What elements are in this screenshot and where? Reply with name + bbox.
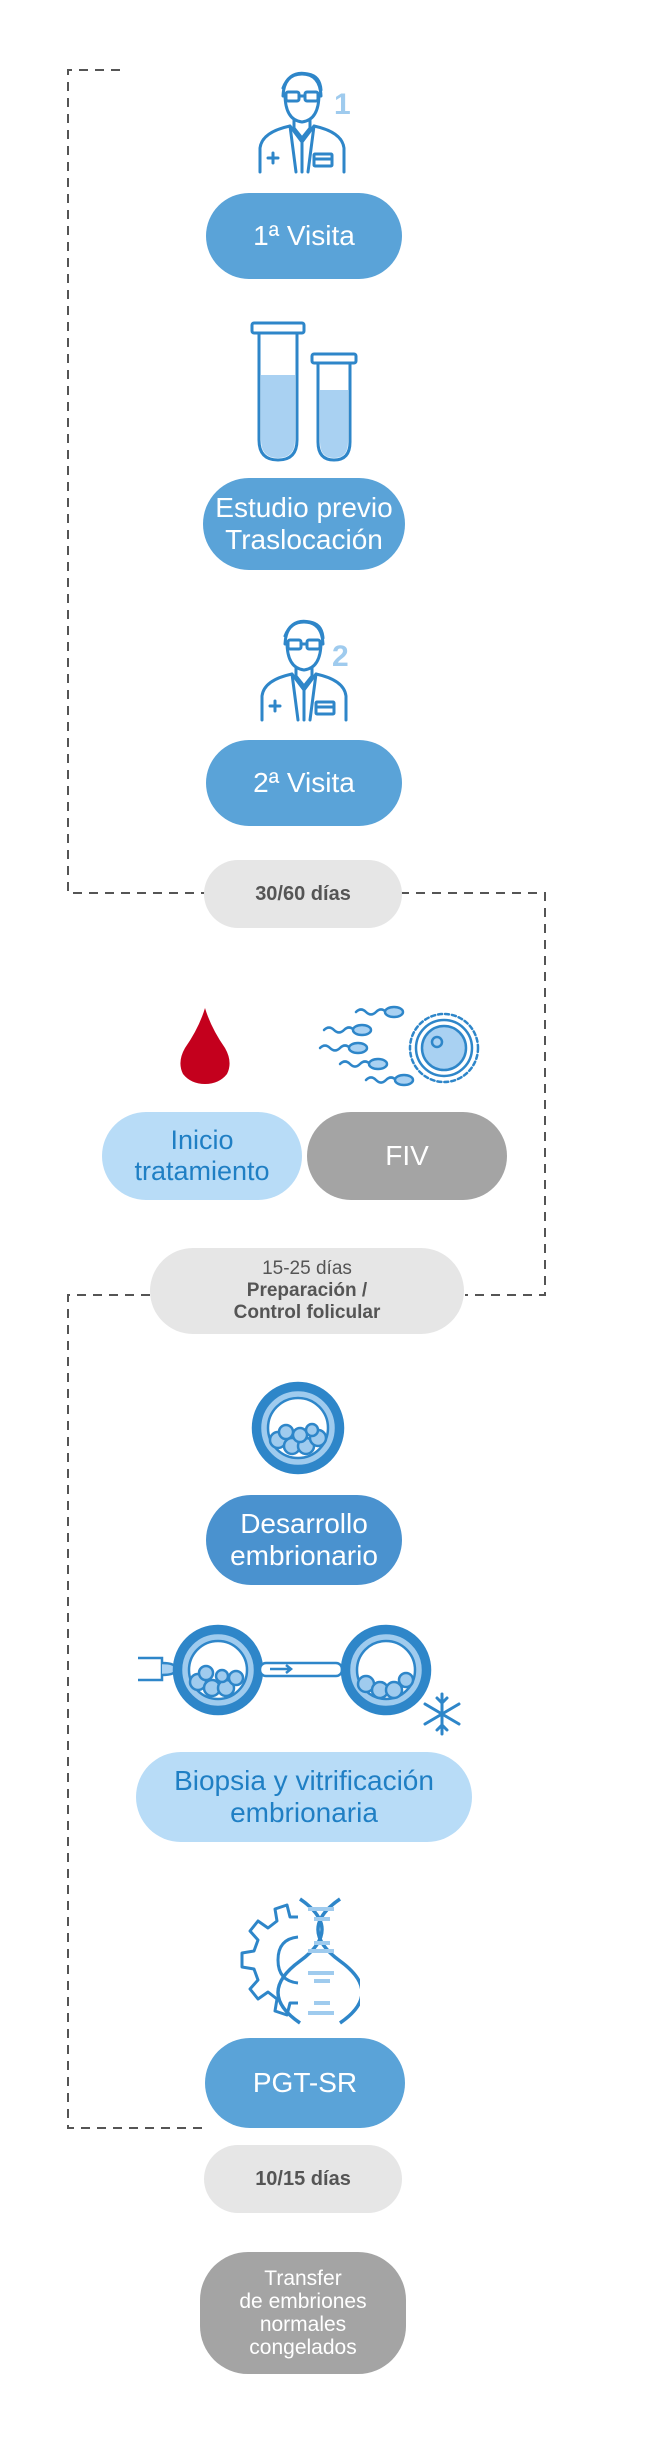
first-visit-step: 1ª Visita — [206, 193, 402, 279]
duration-days-label: 15-25 días — [262, 1258, 352, 1280]
test-tubes-icon — [250, 321, 358, 462]
connector-mid — [400, 892, 546, 1296]
duration-label: 10/15 días — [255, 2167, 351, 2190]
duration-badge-10-15: 10/15 días — [204, 2145, 402, 2213]
doctor-number: 1 — [334, 88, 351, 121]
previous-study-step: Estudio previo Traslocación — [203, 478, 405, 570]
previous-study-label-2: Traslocación — [225, 524, 383, 555]
previous-study-label-1: Estudio previo — [215, 491, 393, 523]
fiv-step: FIV — [307, 1112, 507, 1200]
duration-desc-label-2: Control folicular — [233, 1301, 381, 1323]
embryo-development-label-1: Desarrollo — [240, 1507, 368, 1539]
doctor-icon: 2 — [260, 619, 349, 722]
pgt-sr-step: PGT-SR — [205, 2038, 405, 2128]
gear-dna-icon — [240, 1897, 360, 2025]
embryo-development-step: Desarrollo embrionario — [206, 1495, 402, 1585]
blood-drop-icon — [180, 1008, 230, 1084]
duration-badge-15-25: 15-25 días Preparación / Control folicul… — [150, 1248, 464, 1334]
second-visit-step: 2ª Visita — [206, 740, 402, 826]
treatment-start-step: Inicio tratamiento — [102, 1112, 302, 1200]
transfer-label-4: congelados — [249, 2336, 357, 2360]
connector-bottom — [67, 1294, 205, 2129]
fiv-label: FIV — [385, 1139, 429, 1171]
pgt-sr-label: PGT-SR — [252, 2066, 358, 2098]
duration-label: 30/60 días — [255, 882, 351, 905]
duration-desc-label-1: Preparación / — [246, 1280, 368, 1302]
embryo-icon — [251, 1381, 345, 1475]
connector-top — [67, 69, 205, 894]
embryo-development-label-2: embrionario — [230, 1540, 378, 1571]
duration-badge-30-60: 30/60 días — [204, 860, 402, 928]
doctor-icon: 1 — [258, 71, 351, 174]
transfer-label-2: de embriones — [239, 2289, 367, 2313]
first-visit-label: 1ª Visita — [253, 219, 355, 251]
treatment-start-label-1: Inicio — [170, 1124, 234, 1155]
biopsy-icon — [138, 1624, 461, 1736]
sperm-egg-icon — [318, 1005, 480, 1087]
transfer-label-1: Transfer — [264, 2266, 342, 2290]
treatment-start-label-2: tratamiento — [134, 1156, 270, 1186]
doctor-number: 2 — [332, 640, 349, 673]
embryo-transfer-step: Transfer de embriones normales congelado… — [200, 2252, 406, 2374]
transfer-label-3: normales — [259, 2313, 347, 2336]
biopsy-label-2: embrionaria — [230, 1797, 378, 1828]
biopsy-label-1: Biopsia y vitrificación — [174, 1764, 434, 1796]
second-visit-label: 2ª Visita — [253, 766, 355, 798]
biopsy-vitrification-step: Biopsia y vitrificación embrionaria — [136, 1752, 472, 1842]
